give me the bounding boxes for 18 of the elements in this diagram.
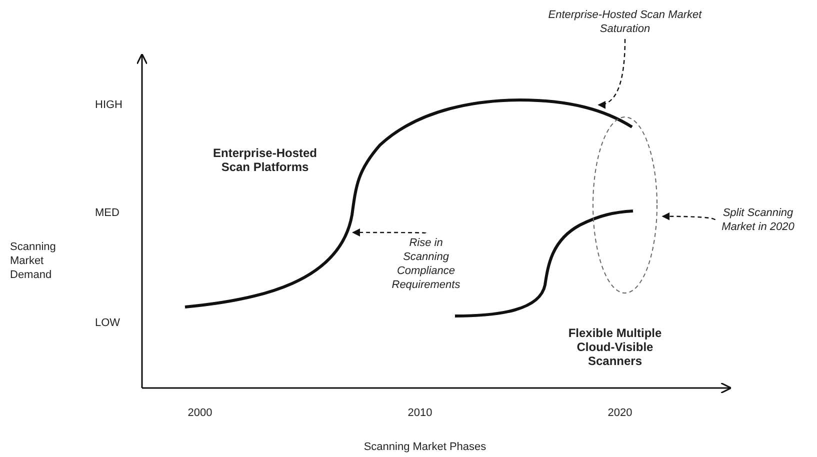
- axis-tick-label: 2000: [186, 406, 214, 420]
- callout-text: Enterprise-Hosted Scan Market Saturation: [545, 8, 705, 36]
- leader-arrow: [598, 38, 626, 108]
- axis-tick-label: LOW: [95, 316, 122, 330]
- axis-title: Scanning Market Demand: [10, 240, 57, 282]
- curve-label: Enterprise-Hosted Scan Platforms: [212, 146, 318, 174]
- axis-tick-label: MED: [95, 206, 120, 220]
- leader-arrow: [662, 212, 716, 220]
- axis-tick-label: 2020: [606, 406, 634, 420]
- dashed-ellipse: [592, 116, 658, 294]
- leader-arrow: [352, 228, 426, 236]
- demand-curve: [184, 98, 633, 308]
- axis-title: Scanning Market Phases: [362, 440, 488, 454]
- axis-tick-label: HIGH: [95, 98, 124, 112]
- callout-text: Rise in Scanning Compliance Requirements: [385, 236, 467, 292]
- curve-label: Flexible Multiple Cloud-Visible Scanners: [567, 326, 663, 368]
- callout-text: Split Scanning Market in 2020: [718, 206, 798, 234]
- axis-tick-label: 2010: [406, 406, 434, 420]
